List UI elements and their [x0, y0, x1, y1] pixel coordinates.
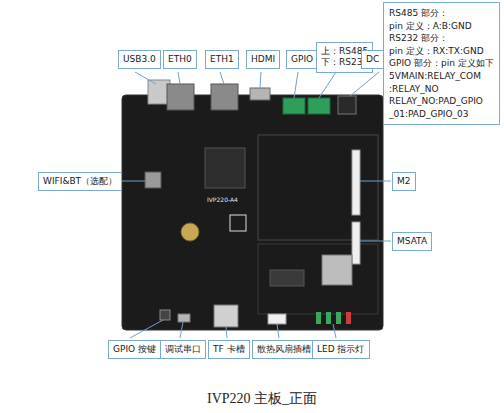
- callout-text: HDMI: [251, 54, 275, 65]
- callout-text: pin 定义：A:B:GND: [389, 20, 494, 33]
- callout-text: LED 指示灯: [317, 344, 365, 355]
- callout-box: WIFI&BT（选配）: [38, 172, 122, 191]
- callout-text: RS485 部分：: [389, 7, 494, 20]
- callout-text: RS232 部分：: [389, 32, 494, 45]
- callout-text: RELAY_NO:PAD_GPIO: [389, 95, 494, 108]
- figure-caption: IVP220 主板_正面: [207, 390, 317, 408]
- callout-box: TF 卡槽: [208, 340, 250, 359]
- board-marking: IVP220-A4: [206, 196, 239, 203]
- pin-note-box: RS485 部分：pin 定义：A:B:GNDRS232 部分：pin 定义：R…: [383, 2, 500, 125]
- callout-box: LED 指示灯: [312, 340, 370, 359]
- callout-box: HDMI: [246, 50, 280, 69]
- callout-box: 调试串口: [160, 340, 206, 359]
- callout-text: _01:PAD_GPIO_03: [389, 108, 494, 121]
- callout-text: GPIO: [291, 54, 313, 65]
- callout-box: 散热风扇插槽: [252, 340, 316, 359]
- callout-box: MSATA: [392, 232, 432, 251]
- callout-box: ETH1: [205, 50, 239, 69]
- callout-text: 调试串口: [165, 344, 201, 355]
- callout-text: :RELAY_NO: [389, 83, 494, 96]
- callout-box: GPIO 按键: [108, 340, 161, 359]
- callout-text: MSATA: [397, 236, 427, 247]
- callout-text: 5VMAIN:RELAY_COM: [389, 70, 494, 83]
- callout-text: M2: [397, 176, 411, 187]
- callout-text: 散热风扇插槽: [257, 344, 311, 355]
- callout-text: GPIO 按键: [113, 344, 156, 355]
- callout-text: WIFI&BT（选配）: [43, 176, 117, 187]
- callout-text: ETH1: [210, 54, 234, 65]
- callout-text: USB3.0: [123, 54, 156, 65]
- callout-text: GPIO 部分：pin 定义如下: [389, 57, 494, 70]
- callout-text: pin 定义：RX:TX:GND: [389, 45, 494, 58]
- callout-text: TF 卡槽: [213, 344, 245, 355]
- callout-text: ETH0: [168, 54, 192, 65]
- callout-box: GPIO: [286, 50, 318, 69]
- callout-box: M2: [392, 172, 416, 191]
- callout-box: ETH0: [163, 50, 197, 69]
- callout-box: USB3.0: [118, 50, 161, 69]
